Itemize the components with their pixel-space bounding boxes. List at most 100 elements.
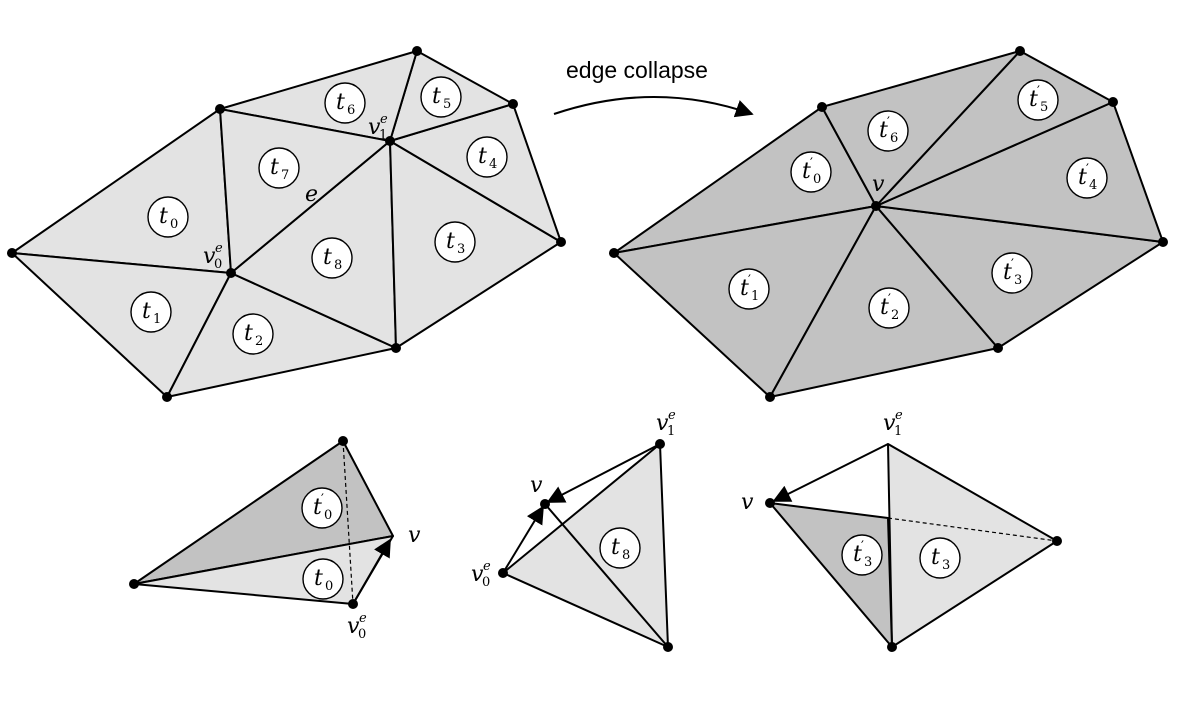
label-letter: v [408,523,421,548]
label-letter: e [305,182,318,207]
vertex-dot [338,436,348,446]
label-letter: t [1029,87,1038,112]
vertex-dot [215,104,225,114]
label-subscript: 6 [347,103,355,118]
displacement-arrow [772,443,889,502]
edge-collapse-caption: edge collapse [566,57,708,83]
vertex-v-label: v [408,523,421,548]
triangle-label-t0-prime: t′0 [790,151,832,193]
label-badge [841,534,883,576]
label-letter: t [446,229,455,254]
label-badge [790,151,832,193]
triangle-label-t2-prime: t′2 [868,287,910,329]
label-letter: v [368,115,381,140]
label-subscript: 0 [325,579,333,594]
label-subscript: 0 [482,575,490,590]
label-prime: ′ [1037,84,1040,99]
vertex-dot [508,99,518,109]
label-letter: t [478,144,487,169]
label-subscript: 4 [1089,178,1097,193]
label-subscript: 3 [457,242,465,257]
label-letter: v [530,473,543,498]
collapse-arrow [553,96,754,118]
label-superscript: e [215,241,223,256]
vertex-v1e-dot [655,439,665,449]
triangle-label-t6-prime: t′6 [867,110,909,152]
label-subscript: 4 [489,157,497,172]
triangle-label-t3-prime: t′3 [841,534,883,576]
vertex-dot [1015,46,1025,56]
label-letter: t [879,118,888,143]
label-superscript: e [380,112,388,127]
label-letter: t [270,155,279,180]
label-subscript: 8 [334,258,342,273]
vertex-dot [817,102,827,112]
mesh-after: t′0 t′1 t′2 t′3 t′4 t′5 t′6 v [609,46,1168,402]
label-superscript: e [668,408,676,423]
label-subscript: 2 [255,334,263,349]
triangle-t3 [887,443,1058,648]
label-letter: t [159,204,168,229]
label-letter: v [656,411,669,436]
label-badge [147,196,189,238]
vertex-dot [162,392,172,402]
label-subscript: 1 [667,424,675,439]
vertex-v0e-dot [498,568,508,578]
label-badge [599,527,641,569]
label-letter: t [244,321,253,346]
label-badge [919,537,961,579]
label-letter: t [313,495,322,520]
triangle-t7 [219,108,391,274]
label-letter: t [1078,165,1087,190]
label-prime: ′ [887,115,890,130]
vertex-dot [1158,237,1168,247]
triangle-label-t4-prime: t′4 [1066,157,1108,199]
triangle-label-t0-prime: t′0 [301,487,343,529]
triangle-label-t5-prime: t′5 [1017,79,1059,121]
label-badge [868,287,910,329]
vertex-dot [663,642,673,652]
vertices-after [609,46,1168,402]
label-badge [1017,79,1059,121]
label-subscript: 0 [813,172,821,187]
label-letter: v [883,411,896,436]
label-prime: ′ [888,292,891,307]
label-subscript: 0 [358,627,366,642]
label-letter: v [471,562,484,587]
label-letter: t [314,566,323,591]
vertex-v-dot [765,498,775,508]
label-badge [1066,157,1108,199]
label-subscript: 8 [622,548,630,563]
label-letter: t [1003,260,1012,285]
label-badge [867,110,909,152]
vertex-v-label: v [872,172,885,197]
vertex-v0e-dot [348,599,358,609]
label-superscript: e [895,408,903,423]
vertex-v-dot [540,499,550,509]
label-badge [258,147,300,189]
vertex-dot [609,248,619,258]
label-badge [728,268,770,310]
vertex-v1e-dot [385,136,395,146]
label-subscript: 5 [1040,100,1048,115]
label-badge [434,221,476,263]
vertex-dot [412,46,422,56]
label-badge [991,252,1033,294]
displacement-arrow [502,505,544,574]
label-letter: v [347,614,360,639]
label-badge [130,291,172,333]
triangle-label-t3-prime: t′3 [991,252,1033,294]
label-letter: t [880,295,889,320]
vertex-dot [887,642,897,652]
